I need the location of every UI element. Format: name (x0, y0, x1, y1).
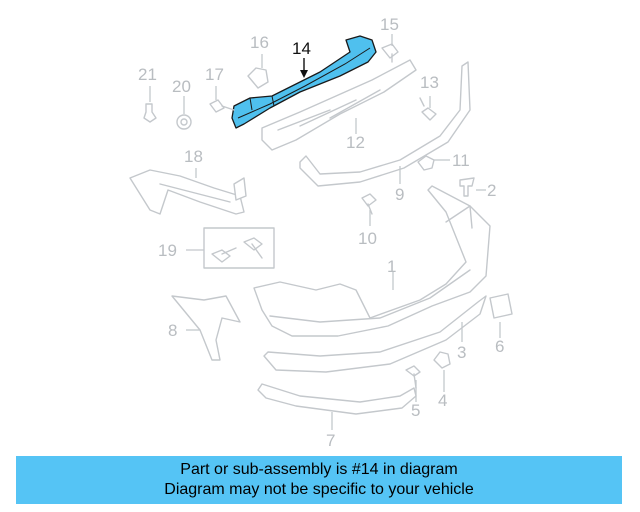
part-3-valance[interactable] (263, 295, 487, 373)
banner-line-2: Diagram may not be specific to your vehi… (164, 481, 474, 498)
callout-19: 19 (158, 241, 177, 260)
callout-5: 5 (411, 401, 420, 420)
callout-8: 8 (168, 321, 177, 340)
part-17-bolt[interactable] (209, 99, 235, 113)
callout-3: 3 (457, 343, 466, 362)
part-1-bumper-cover[interactable] (253, 185, 491, 337)
part-16-grommet[interactable] (247, 67, 269, 89)
part-20-nut[interactable] (176, 114, 192, 130)
callout-13: 13 (420, 73, 439, 92)
callout-2: 2 (487, 181, 496, 200)
callout-9: 9 (395, 185, 404, 204)
part-4-nut[interactable] (433, 351, 451, 369)
callout-10: 10 (358, 229, 377, 248)
part-13-bolt[interactable] (419, 97, 437, 121)
part-8-side-bracket[interactable] (171, 295, 241, 361)
callout-7: 7 (326, 431, 335, 450)
callout-20: 20 (172, 77, 191, 96)
part-7-molding[interactable] (257, 383, 417, 415)
banner-line-1: Part or sub-assembly is #14 in diagram (180, 461, 458, 478)
callout-15: 15 (380, 15, 399, 34)
part-19-bolts[interactable] (203, 227, 275, 269)
part-11-nut[interactable] (417, 155, 435, 171)
callout-4: 4 (438, 391, 447, 410)
part-12-absorber[interactable] (261, 59, 417, 151)
callout-12: 12 (346, 133, 365, 152)
part-21-clip[interactable] (143, 103, 157, 123)
part-6-cover[interactable] (489, 293, 513, 319)
part-15-bolt[interactable] (381, 43, 399, 63)
part-18-bracket[interactable] (129, 169, 247, 215)
callout-16: 16 (250, 33, 269, 52)
part-2-clip[interactable] (459, 177, 475, 197)
parts-diagram: 1 2 3 4 5 6 7 8 9 10 11 12 13 15 16 17 1… (129, 15, 513, 450)
callout-labels: 1 2 3 4 5 6 7 8 9 10 11 12 13 15 16 17 1… (138, 15, 504, 450)
callout-21: 21 (138, 65, 157, 84)
callout-6: 6 (495, 337, 504, 356)
part-5-screw[interactable] (405, 365, 421, 389)
leader-lines (149, 34, 501, 430)
callout-1: 1 (387, 257, 396, 276)
info-banner: Part or sub-assembly is #14 in diagram D… (16, 456, 622, 504)
callout-17: 17 (205, 65, 224, 84)
callout-14: 14 (292, 39, 311, 58)
part-9-trim[interactable] (299, 61, 471, 187)
part-10-bolt[interactable] (361, 193, 377, 215)
callout-18: 18 (184, 147, 203, 166)
callout-11: 11 (452, 151, 470, 170)
part-14-reinforcement[interactable] (231, 35, 377, 129)
